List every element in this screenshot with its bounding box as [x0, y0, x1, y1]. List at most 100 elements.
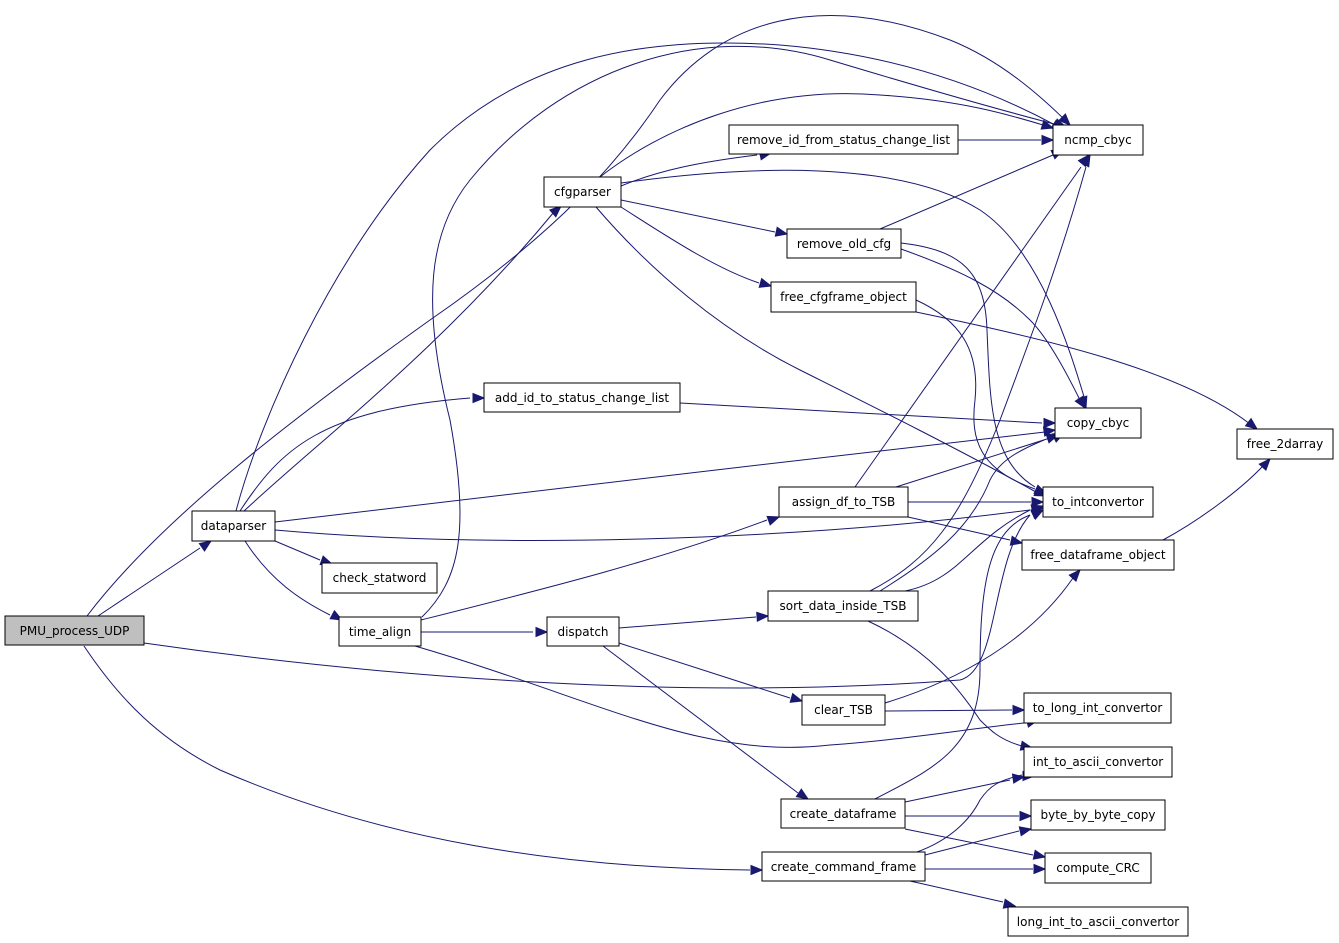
edge-line — [854, 166, 1082, 488]
node-label: free_2darray — [1247, 437, 1323, 451]
edge-line — [879, 154, 1054, 230]
node-add-id-to-status-change-list[interactable]: add_id_to_status_change_list — [483, 382, 681, 413]
arrowhead — [1244, 417, 1259, 430]
edge-dispatch-to-clear-tsb — [618, 642, 804, 703]
node-int-to-ascii-convertor[interactable]: int_to_ascii_convertor — [1023, 746, 1173, 778]
node-time-align[interactable]: time_align — [338, 616, 422, 647]
edge-line — [884, 709, 1013, 712]
edge-create-dataframe-to-crc — [904, 828, 1047, 860]
edge-line — [874, 514, 1031, 800]
node-label: free_cfgframe_object — [780, 290, 907, 304]
edge-assign-df-to-copy — [895, 432, 1066, 488]
edge-line — [895, 437, 1051, 488]
edge-sort-data-to-int-ascii — [867, 620, 1034, 751]
edge-line — [274, 509, 1031, 541]
edge-line — [83, 645, 751, 871]
edge-line — [421, 45, 1059, 618]
node-label: create_command_frame — [771, 860, 917, 874]
node-free-2darray[interactable]: free_2darray — [1236, 428, 1334, 460]
edge-create-command-to-crc — [925, 863, 1047, 875]
node-label: dispatch — [557, 625, 608, 639]
arrowhead — [1258, 458, 1271, 472]
edge-create-dataframe-to-to-int — [874, 509, 1045, 800]
node-compute-crc[interactable]: compute_CRC — [1044, 852, 1152, 884]
edge-cfgparser-to-remove-id — [620, 150, 773, 187]
edge-pmu-to-ncmp — [86, 15, 1071, 617]
node-label: remove_id_from_status_change_list — [737, 133, 950, 147]
edge-line — [602, 645, 799, 794]
edge-free-cfgframe-to-free-2darray — [915, 311, 1259, 430]
node-copy-cbyc[interactable]: copy_cbyc — [1054, 407, 1142, 439]
edge-line — [915, 299, 1036, 490]
node-remove-id-from-status-change-list[interactable]: remove_id_from_status_change_list — [728, 124, 959, 155]
node-pmu-process-udp[interactable]: PMU_process_UDP — [4, 615, 145, 646]
arrowhead — [1018, 826, 1033, 837]
node-to-long-int-convertor[interactable]: to_long_int_convertor — [1023, 692, 1172, 724]
arrowhead — [1031, 496, 1045, 508]
arrowhead — [756, 611, 770, 623]
node-free-cfgframe-object[interactable]: free_cfgframe_object — [770, 281, 917, 313]
edge-line — [620, 206, 760, 284]
edge-cfgparser-to-remove-old-cfg — [620, 199, 789, 237]
node-cfgparser[interactable]: cfgparser — [543, 176, 622, 208]
edge-add-id-to-copy — [679, 402, 1057, 429]
edge-line — [274, 540, 321, 561]
edge-line — [909, 880, 1004, 903]
arrowhead — [1012, 704, 1026, 716]
edge-line — [916, 774, 1023, 853]
edge-line — [900, 242, 1036, 488]
edge-line — [904, 509, 1031, 592]
node-long-int-to-ascii-convertor[interactable]: long_int_to_ascii_convertor — [1007, 906, 1189, 937]
node-to-intconvertor[interactable]: to_intconvertor — [1042, 486, 1154, 518]
arrowhead — [1068, 569, 1081, 583]
arrowhead — [1033, 863, 1047, 875]
edge-pmu-to-create-command — [83, 645, 764, 876]
node-clear-tsb[interactable]: clear_TSB — [801, 694, 886, 726]
nodes-layer: PMU_process_UDP dataparser cfgparser add… — [4, 124, 1334, 937]
edge-free-cfgframe-to-to-int — [915, 299, 1049, 495]
edge-create-dataframe-to-int-ascii — [904, 773, 1026, 803]
node-check-statword[interactable]: check_statword — [321, 562, 438, 594]
node-label: byte_by_byte_copy — [1041, 808, 1156, 822]
node-label: ncmp_cbyc — [1064, 133, 1131, 147]
arrowhead — [750, 864, 764, 876]
node-remove-old-cfg[interactable]: remove_old_cfg — [786, 228, 902, 259]
edge-assign-df-to-free-dataframe — [907, 516, 1024, 546]
node-byte-by-byte-copy[interactable]: byte_by_byte_copy — [1030, 799, 1166, 831]
node-free-dataframe-object[interactable]: free_dataframe_object — [1021, 539, 1175, 571]
edge-line — [618, 642, 791, 699]
edge-line — [924, 830, 1020, 856]
node-create-dataframe[interactable]: create_dataframe — [780, 798, 906, 829]
node-create-command-frame[interactable]: create_command_frame — [761, 851, 926, 882]
edge-create-command-to-byte-copy — [924, 826, 1033, 856]
edges-layer — [83, 15, 1271, 909]
node-label: to_long_int_convertor — [1033, 701, 1163, 715]
node-dataparser[interactable]: dataparser — [191, 510, 276, 542]
node-sort-data-inside-tsb[interactable]: sort_data_inside_TSB — [767, 590, 919, 622]
node-assign-df-to-tsb[interactable]: assign_df_to_TSB — [778, 486, 909, 518]
node-dispatch[interactable]: dispatch — [546, 616, 620, 647]
edge-line — [239, 397, 471, 512]
node-label: free_dataframe_object — [1030, 548, 1166, 562]
arrowhead — [1040, 119, 1055, 130]
edge-dataparser-to-add-id — [239, 392, 486, 512]
arrowhead — [1030, 509, 1045, 520]
edge-line — [879, 439, 1045, 592]
node-label: check_statword — [333, 571, 427, 585]
edge-cfgparser-to-ncmp — [599, 93, 1055, 178]
edge-dataparser-to-copy — [274, 426, 1057, 523]
edge-remove-old-cfg-to-ncmp — [879, 149, 1065, 230]
edge-pmu-to-dataparser — [97, 540, 213, 617]
edge-dataparser-to-to-int — [274, 504, 1045, 541]
edge-line — [143, 514, 1031, 689]
edge-create-command-to-int-ascii — [916, 770, 1036, 853]
edge-remove-id-to-ncmp — [958, 134, 1055, 146]
edge-line — [620, 199, 776, 233]
arrowhead — [1019, 810, 1033, 822]
node-ncmp-cbyc[interactable]: ncmp_cbyc — [1052, 124, 1144, 156]
edge-line — [420, 519, 768, 621]
node-label: copy_cbyc — [1067, 416, 1130, 430]
arrowhead — [795, 788, 810, 800]
arrowhead — [1058, 113, 1071, 126]
